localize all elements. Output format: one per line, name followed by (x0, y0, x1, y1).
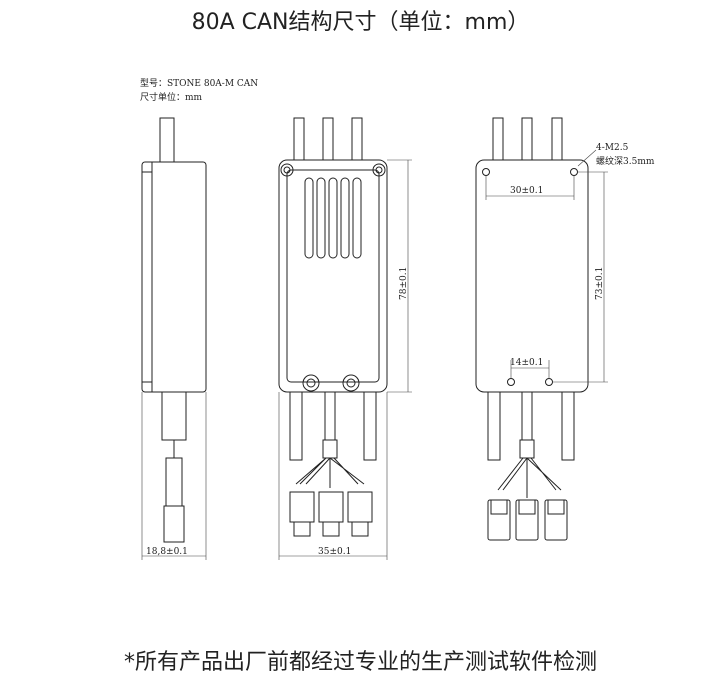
front-height-dim: 78±0.1 (399, 267, 409, 300)
unit-note: 尺寸单位：mm (140, 91, 203, 103)
page-title: 80A CAN结构尺寸（单位：mm） (191, 10, 530, 35)
model-note: 型号：STONE 80A-M CAN (140, 78, 258, 89)
hole-spacing-vertical-dim: 73±0.1 (595, 267, 605, 300)
side-thickness-dim: 18,8±0.1 (146, 547, 188, 557)
footer-note: *所有产品出厂前都经过专业的生产测试软件检测 (123, 650, 597, 675)
back-view: 30±0.1 14±0.1 73±0.1 4-M2.5 螺纹深3.5mm (475, 117, 655, 541)
thread-depth-label: 螺纹深3.5mm (596, 155, 655, 167)
thread-spec-label: 4-M2.5 (596, 143, 629, 153)
hole-spacing-top-dim: 30±0.1 (510, 186, 543, 196)
front-view: 35±0.1 78±0.1 (278, 117, 412, 560)
side-view: 18,8±0.1 (141, 117, 207, 560)
front-width-dim: 35±0.1 (318, 547, 351, 557)
hole-spacing-bottom-dim: 14±0.1 (510, 358, 543, 368)
